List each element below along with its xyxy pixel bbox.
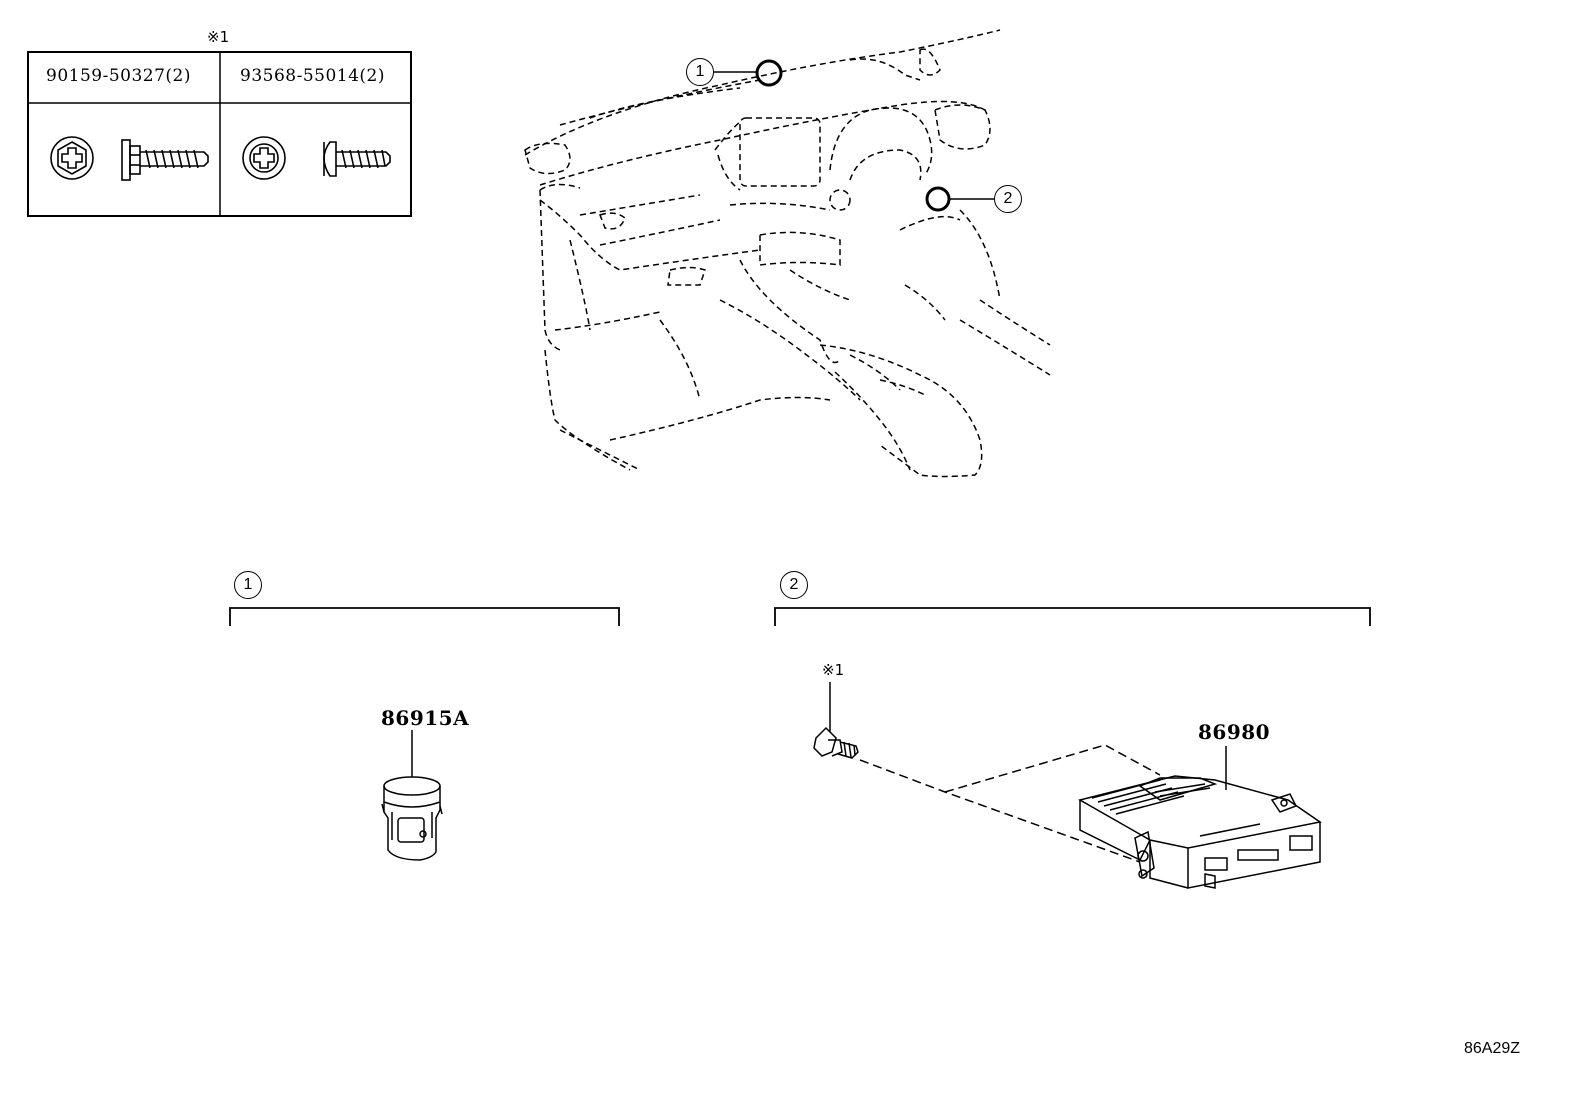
part-label-86915a[interactable]: 86915A xyxy=(381,706,470,730)
part-label-86980[interactable]: 86980 xyxy=(1198,720,1271,744)
part-number-90159[interactable]: 90159-50327(2) xyxy=(46,66,191,86)
table-note-mark: ※1 xyxy=(207,28,230,46)
diagram-reference-code: 86A29Z xyxy=(1464,1040,1521,1057)
group-1-badge[interactable]: 1 xyxy=(234,571,262,599)
group-2-badge[interactable]: 2 xyxy=(780,571,808,599)
callout-1-badge[interactable]: 1 xyxy=(686,58,714,86)
part-number-93568[interactable]: 93568-55014(2) xyxy=(240,66,385,86)
callout-2-badge[interactable]: 2 xyxy=(994,185,1022,213)
location-2-marker xyxy=(925,186,951,212)
location-1-marker xyxy=(755,59,783,87)
group-2-note-mark: ※1 xyxy=(822,661,845,679)
